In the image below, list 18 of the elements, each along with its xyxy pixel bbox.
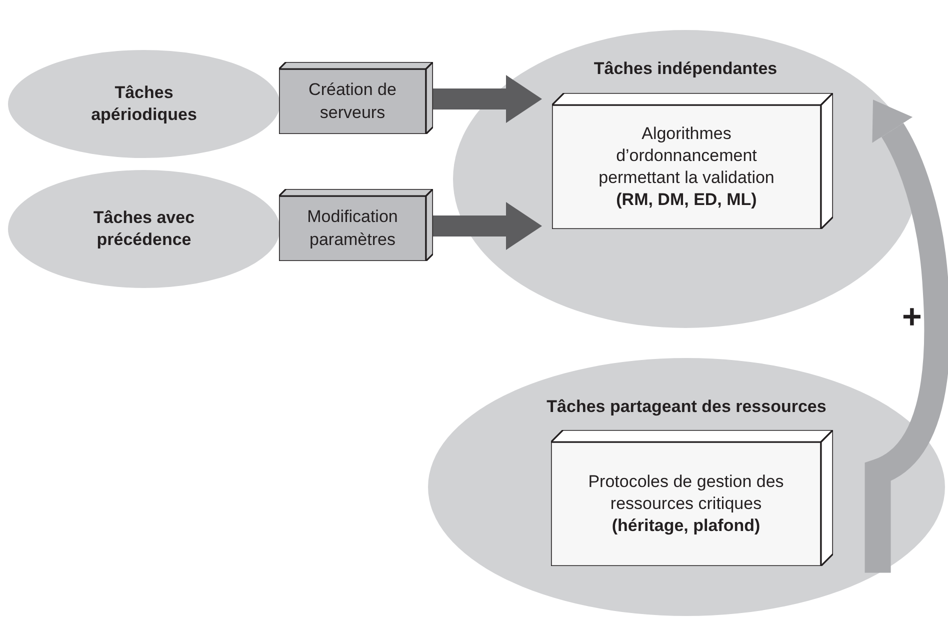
ellipse-title: Tâches apériodiques [90,82,198,126]
box-label: Protocoles de gestion des ressources critiques [587,470,785,515]
ellipse-title: Tâches indépendantes [594,58,778,80]
ellipse-title: Tâches avec précédence [92,206,196,251]
box-label: Modification paramètres [306,206,399,250]
arrow [433,75,542,123]
box-3d [279,189,433,261]
box-label: (héritage, plafond) [612,515,760,538]
ellipse-title: Tâches partageant des ressources [546,396,826,418]
box-3d [279,62,433,134]
edge-label: + [902,300,922,334]
box-label: Création de serveurs [308,79,398,124]
arrow [864,99,948,573]
arrow [433,202,542,250]
box-label: Algorithmes d’ordonnancement permettant la validation [598,122,776,189]
box-label: (RM, DM, ED, ML) [616,189,757,212]
box-3d [552,93,833,229]
box-3d [551,430,833,566]
